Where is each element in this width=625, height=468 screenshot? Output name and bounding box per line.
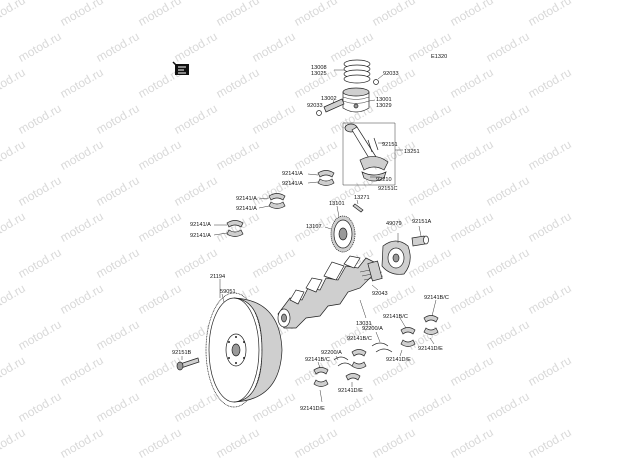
label-13001: 13001 xyxy=(376,97,392,103)
label-59051: 59051 xyxy=(220,289,236,295)
label-92141bc-4: 92141B/C xyxy=(305,357,330,363)
label-92141a-4: 92141/A xyxy=(236,206,257,212)
piston-pin xyxy=(323,98,345,113)
thrust-washer-2 xyxy=(333,356,353,367)
label-92141a-2: 92141/A xyxy=(282,181,303,187)
label-49079: 49079 xyxy=(386,221,402,227)
crank-gear xyxy=(330,215,356,253)
main-bearing-r3 xyxy=(400,327,416,335)
main-bearing-r1 xyxy=(423,315,439,323)
label-92033-lower: 92033 xyxy=(307,103,323,109)
main-bearing-l1 xyxy=(313,367,329,375)
label-92151b: 92151B xyxy=(172,350,192,356)
label-92033-upper: 92033 xyxy=(383,71,399,77)
label-92141bc-2: 92141B/C xyxy=(383,314,408,320)
label-92141a-3: 92141/A xyxy=(236,196,257,202)
thrust-washer-1 xyxy=(371,342,393,353)
label-92141de-3: 92141D/E xyxy=(338,388,363,394)
bolt-13271 xyxy=(352,203,364,213)
label-13002: 13002 xyxy=(321,96,337,102)
connecting-rod xyxy=(342,122,396,186)
conrod-bearing-lower-2 xyxy=(226,229,244,237)
label-21194: 21194 xyxy=(210,274,225,280)
label-13029: 13029 xyxy=(376,103,392,109)
conrod-bearing-upper-2 xyxy=(317,178,335,186)
main-bearing-c1 xyxy=(351,349,367,357)
label-92141a-1: 92141/A xyxy=(282,171,303,177)
label-92200a-2: 92200/A xyxy=(321,350,342,356)
conrod-bearing-lower-1 xyxy=(226,220,244,228)
main-bearing-c2 xyxy=(351,361,367,369)
label-13251: 13251 xyxy=(404,149,420,155)
label-92141de-1: 92141D/E xyxy=(418,346,443,352)
label-92151: 92151 xyxy=(382,142,398,148)
circlip-lower xyxy=(316,110,322,116)
label-92141a-5: 92141/A xyxy=(190,222,211,228)
label-92200a-1: 92200/A xyxy=(362,326,383,332)
label-92210: 92210 xyxy=(376,177,392,183)
main-bearing-l3 xyxy=(345,373,361,381)
label-92141bc-3: 92141B/C xyxy=(347,336,372,342)
label-92141de-2: 92141D/E xyxy=(386,357,411,363)
piston xyxy=(342,87,370,113)
label-13025: 13025 xyxy=(311,71,327,77)
flywheel xyxy=(205,292,283,408)
circlip-upper xyxy=(373,79,379,85)
main-bearing-r2 xyxy=(423,327,439,335)
label-13101: 13101 xyxy=(329,201,345,207)
label-13031: 13031 xyxy=(356,321,372,327)
bolt-92151b xyxy=(176,357,200,371)
label-92151c: 92151C xyxy=(378,186,398,192)
label-92151a: 92151A xyxy=(412,219,432,225)
conrod-bearing-mid-1 xyxy=(268,193,286,201)
main-bearing-r4 xyxy=(400,339,416,347)
conrod-bearing-upper-1 xyxy=(317,170,335,178)
diagram-code: E1320 xyxy=(431,54,447,60)
main-bearing-l2 xyxy=(313,379,329,387)
label-92141bc-1: 92141B/C xyxy=(424,295,449,301)
crankshaft xyxy=(277,255,384,329)
piston-rings xyxy=(343,59,371,84)
conrod-bearing-mid-2 xyxy=(268,201,286,209)
label-13008: 13008 xyxy=(311,65,327,71)
label-13107: 13107 xyxy=(306,224,322,230)
front-arrow-icon xyxy=(172,61,189,75)
oil-pump-rotor xyxy=(381,240,411,275)
label-92043: 92043 xyxy=(372,291,388,297)
label-92141a-6: 92141/A xyxy=(190,233,211,239)
bolt-92151a xyxy=(411,235,429,247)
label-92141de-4: 92141D/E xyxy=(300,406,325,412)
label-13271: 13271 xyxy=(354,195,370,201)
